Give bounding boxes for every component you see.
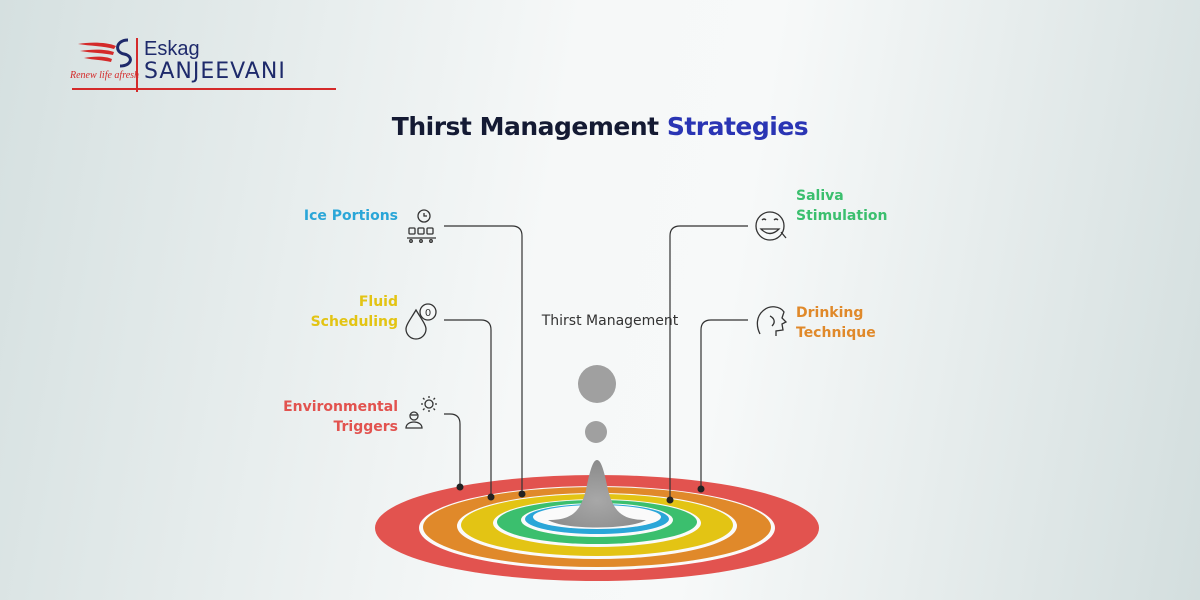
saliva-stimulation-line2: Stimulation: [796, 208, 888, 224]
s-mark-icon: [116, 38, 132, 68]
connector-dot-saliva: [666, 496, 674, 504]
drinking-technique-line2: Technique: [796, 325, 876, 341]
page-title: Thirst Management Strategies: [0, 112, 1200, 141]
saliva-stimulation-line1: Saliva: [796, 188, 844, 204]
connector-dot-ice: [518, 490, 526, 498]
environmental-triggers-line2: Triggers: [333, 419, 399, 435]
wings-icon: [78, 42, 116, 62]
connector-dot-drinking: [697, 485, 705, 493]
fluid-scheduling-line1: Fluid: [358, 294, 398, 310]
splash-spike: [548, 460, 646, 528]
connector-fluid: [444, 319, 492, 497]
logo-brand-top: Eskag: [144, 38, 200, 60]
head-profile-icon: [756, 306, 788, 336]
ice-tray-timer-icon: [407, 209, 436, 243]
label-fluid-scheduling: Fluid Scheduling: [311, 292, 398, 332]
droplet-small: [585, 421, 607, 443]
droplet-large: [578, 365, 616, 403]
water-drop-zero-icon: 0: [405, 303, 437, 340]
connector-dot-environmental: [456, 483, 464, 491]
connector-ice: [444, 225, 523, 494]
ice-portions-line1: Ice Portions: [303, 208, 398, 224]
logo-brand-bottom: SANJEEVANI: [144, 59, 286, 84]
smiling-face-icon: [755, 211, 787, 241]
label-saliva-stimulation: Saliva Stimulation: [796, 186, 887, 226]
person-sun-icon: [405, 396, 437, 429]
fluid-scheduling-line2: Scheduling: [310, 314, 398, 330]
environmental-triggers-line1: Environmental: [283, 399, 398, 415]
title-accent: Strategies: [666, 112, 809, 141]
label-ice-portions: Ice Portions: [304, 206, 398, 226]
drinking-technique-line1: Drinking: [796, 305, 864, 321]
title-main: Thirst Management: [391, 112, 659, 141]
connector-saliva: [669, 225, 748, 500]
connector-environmental: [444, 413, 461, 487]
logo-tagline: Renew life afresh: [70, 70, 139, 81]
brand-logo: Eskag SANJEEVANI Renew life afresh: [70, 38, 336, 92]
svg-text:0: 0: [425, 308, 431, 319]
label-environmental-triggers: Environmental Triggers: [283, 397, 398, 437]
connector-dot-fluid: [487, 493, 495, 501]
center-label: Thirst Management: [541, 313, 679, 329]
label-drinking-technique: Drinking Technique: [796, 303, 876, 343]
connector-drinking: [700, 319, 748, 489]
